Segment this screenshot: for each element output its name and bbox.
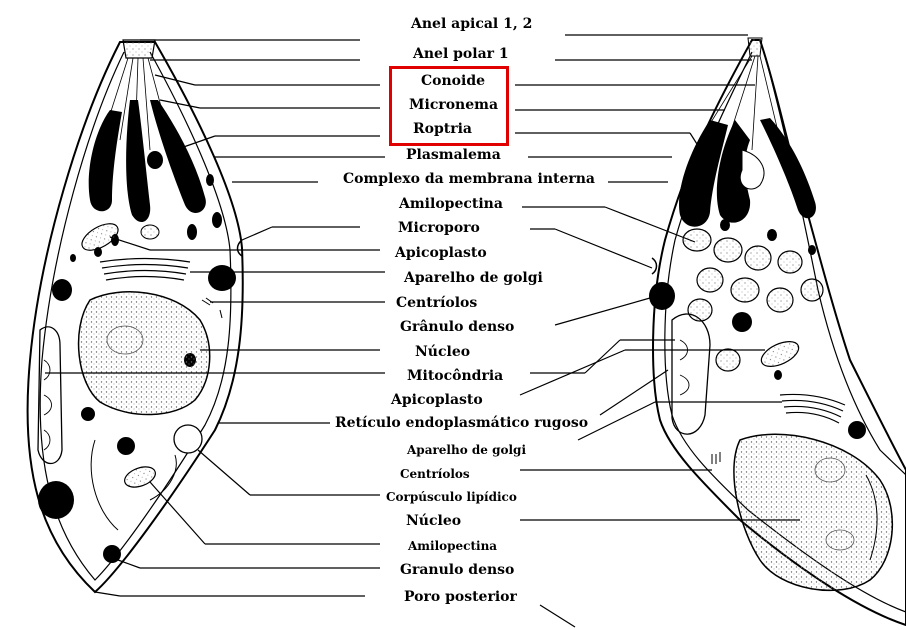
right-rhoptries: [679, 118, 816, 227]
right-centrioles: [712, 452, 720, 464]
right-mitochondrion: [672, 314, 710, 434]
right-cell: [649, 38, 906, 625]
right-golgi: [780, 394, 845, 423]
left-cell: [28, 40, 243, 592]
right-nucleus: [734, 434, 892, 590]
right-dense-granules: [649, 203, 866, 439]
right-micropore: [652, 258, 657, 274]
left-amylopectin: [122, 463, 158, 491]
left-golgi: [100, 259, 190, 281]
right-conoid: [748, 38, 762, 56]
left-centrioles: [202, 298, 222, 318]
left-conoid: [123, 40, 155, 58]
left-lipid-body: [174, 425, 202, 453]
left-nucleus: [79, 292, 210, 415]
right-apicoplast: [758, 336, 803, 371]
